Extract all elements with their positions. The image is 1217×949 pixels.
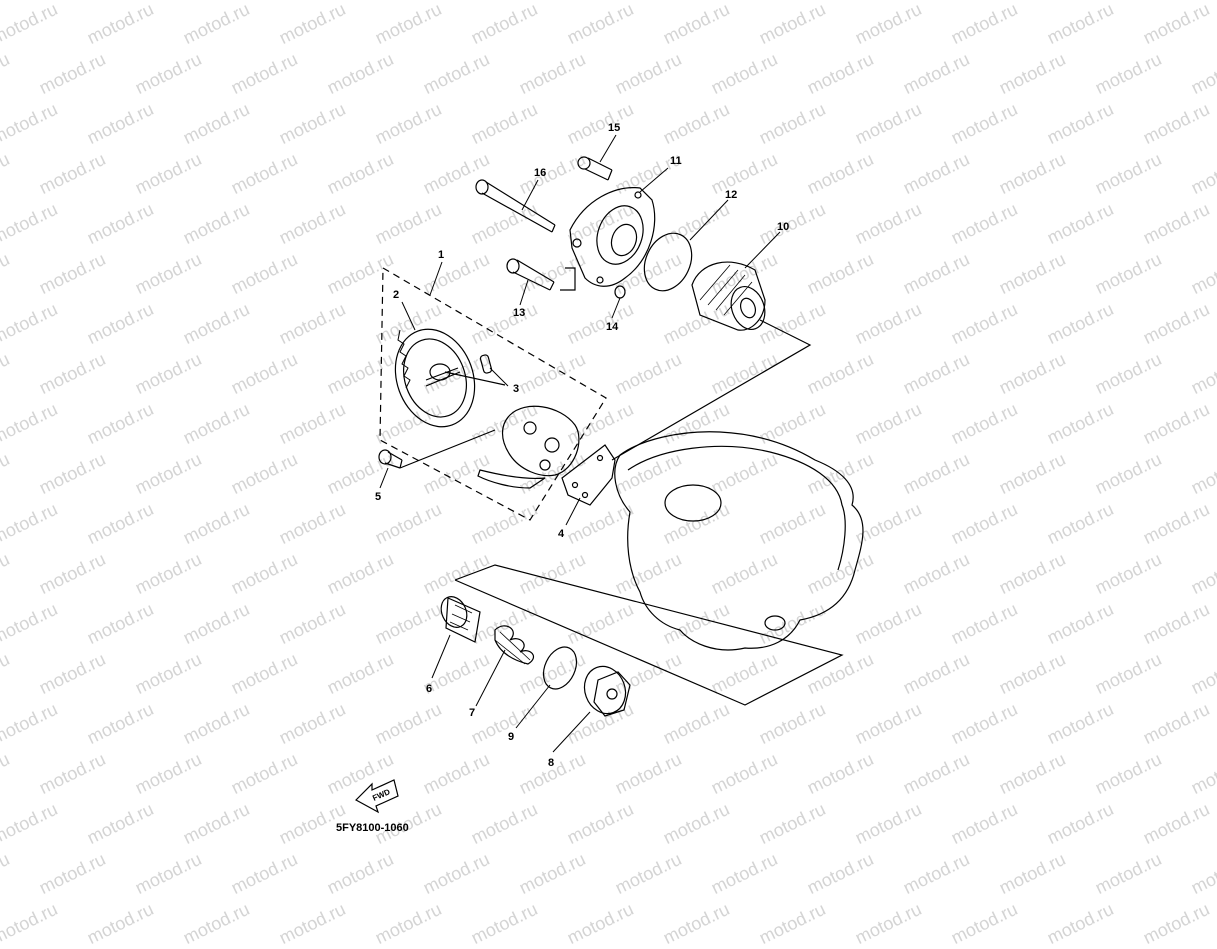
- oil-filter-cover-part: [569, 187, 656, 287]
- cover-bolt-short-part: [577, 156, 613, 181]
- callout-14: 14: [606, 321, 619, 333]
- cover-bolt-medium-part: [506, 258, 555, 291]
- small-o-ring-part: [614, 285, 626, 299]
- pump-bolt-part: [378, 449, 403, 469]
- callout-15: 15: [608, 122, 620, 134]
- callout-8: 8: [548, 757, 554, 769]
- assembly-to-pump-line: [399, 429, 496, 469]
- oil-pump-body-part: [477, 405, 580, 489]
- filter-o-ring-part: [643, 232, 693, 292]
- callout-12: 12: [725, 189, 737, 201]
- filter-leader-line: [611, 319, 812, 461]
- crankcase-inner-contour: [627, 445, 846, 571]
- callout-2: 2: [393, 289, 399, 301]
- bolt13-leader: [560, 267, 576, 291]
- cover-bolt-long-part: [475, 179, 556, 233]
- callout-13: 13: [513, 307, 525, 319]
- oil-pump-assembly-boundary: [379, 266, 607, 521]
- strainer-group-boundary: [454, 564, 844, 706]
- oil-strainer-part: [440, 596, 481, 643]
- callout-11: 11: [670, 155, 682, 167]
- diagram-code: 5FY8100-1060: [336, 822, 409, 834]
- callout-10: 10: [777, 221, 789, 233]
- dowel-pin-part: [479, 354, 493, 374]
- gasket-part: [561, 444, 616, 506]
- callout-3: 3: [513, 383, 519, 395]
- drain-o-ring-part: [542, 646, 578, 690]
- oil-filter-element-part: [691, 261, 766, 331]
- strainer-spring-part: [494, 625, 534, 665]
- crankcase-outline: [614, 431, 864, 651]
- callout-4: 4: [558, 528, 565, 540]
- crankcase-drain-port: [764, 615, 786, 631]
- callout-16: 16: [534, 167, 546, 179]
- crankcase-boss: [664, 484, 722, 522]
- callout-7: 7: [469, 707, 475, 719]
- exploded-parts-diagram: 1 2 3 4 5 6 7 8 9 10 11 12 13 14 15 16 F…: [355, 122, 864, 814]
- drain-plug-part: [583, 665, 631, 717]
- callout-5: 5: [375, 491, 381, 503]
- forward-direction-arrow-icon: FWD: [355, 779, 399, 814]
- callout-9: 9: [508, 731, 514, 743]
- callout-1: 1: [438, 249, 444, 261]
- callout-6: 6: [426, 683, 432, 695]
- oil-pump-rotor-part: [394, 328, 476, 428]
